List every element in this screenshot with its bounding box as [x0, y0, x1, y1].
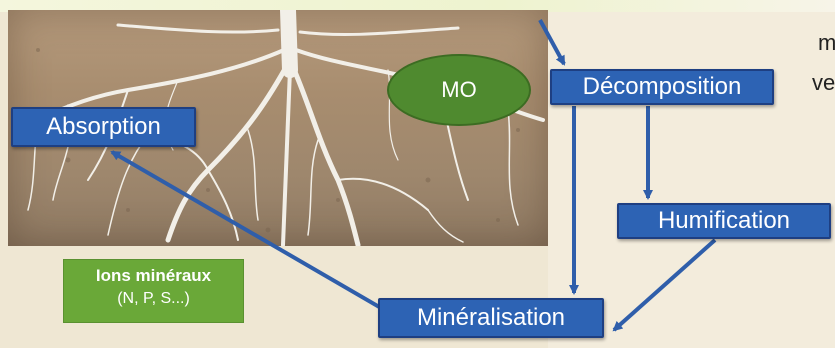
page-text-fragment-1: m: [818, 30, 835, 56]
arrow-humification-mineralisation: [614, 240, 715, 330]
absorption-label: Absorption: [46, 113, 161, 141]
mo-label: MO: [441, 77, 476, 103]
mineral-ions-box: Ions minéraux (N, P, S...): [63, 259, 244, 323]
page-text-fragment-2: ve: [812, 70, 835, 96]
ions-subtitle: (N, P, S...): [64, 290, 243, 308]
node-absorption: Absorption: [11, 107, 196, 147]
humification-label: Humification: [658, 207, 790, 235]
mineralisation-label: Minéralisation: [417, 304, 565, 332]
organic-matter-node: MO: [387, 54, 531, 126]
arrow-to-decomposition: [540, 20, 564, 64]
node-mineralisation: Minéralisation: [378, 298, 604, 338]
ions-title: Ions minéraux: [64, 266, 243, 286]
node-humification: Humification: [617, 203, 831, 239]
node-decomposition: Décomposition: [550, 69, 774, 105]
decomposition-label: Décomposition: [583, 73, 742, 101]
